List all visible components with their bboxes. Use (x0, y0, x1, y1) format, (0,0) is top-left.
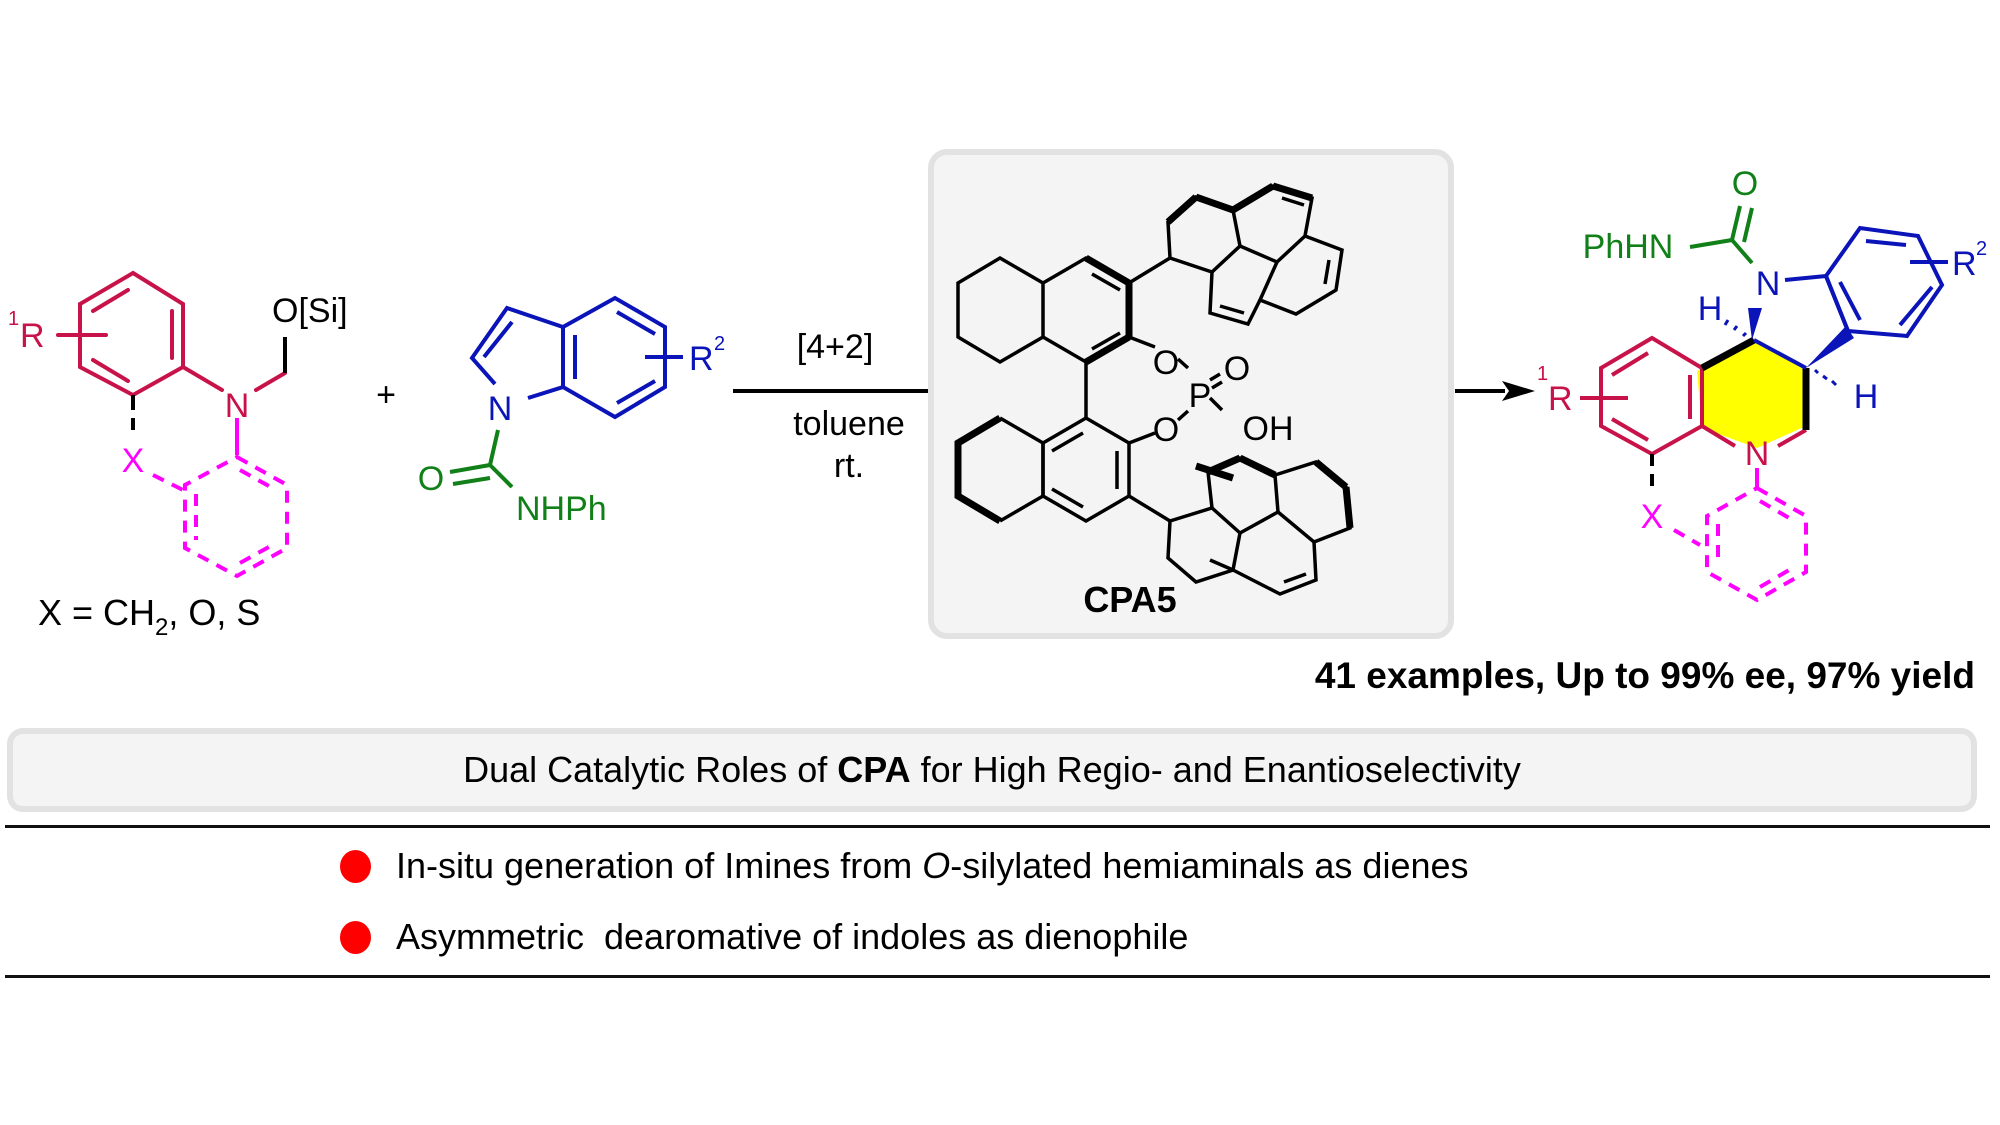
product-r2-superscript: 2 (1976, 238, 1987, 260)
reactant-1-hemiaminal: N O[Si] 1 R X X = CH2, O, S (8, 270, 348, 641)
condition-temperature: rt. (834, 447, 864, 485)
phosphoryl-oxygen: O (1224, 350, 1250, 388)
bullet-text: Asymmetric dearomative of indoles as die… (396, 916, 1189, 957)
urea-oxygen: O (418, 460, 444, 498)
tether-dashed-ring (152, 418, 289, 579)
condition-cycloaddition: [4+2] (797, 328, 874, 366)
urea-group (449, 429, 514, 489)
phosphoric-hydroxyl: OH (1243, 410, 1294, 448)
x-definition: X = CH2, O, S (38, 592, 260, 641)
red-bullet-icon (340, 849, 371, 883)
highlight-banner: Dual Catalytic Roles of CPA for High Reg… (7, 728, 1977, 812)
catalyst-name: CPA5 (1083, 579, 1176, 620)
banner-bold: CPA (837, 749, 911, 790)
results-summary: 41 examples, Up to 99% ee, 97% yield (1314, 655, 1975, 696)
red-bullet-icon (340, 920, 371, 954)
product-structure (1580, 205, 1948, 603)
catalyst-cpa5-structure (954, 182, 1354, 596)
product-h-upper: H (1698, 290, 1723, 328)
new-ring-highlight (1697, 339, 1806, 448)
product-h-lower: H (1854, 378, 1879, 416)
indole-nitrogen: N (488, 390, 513, 428)
phosphorus-label: P (1189, 377, 1212, 415)
product-x-label: X (1641, 498, 1664, 536)
condition-solvent: toluene (793, 405, 905, 443)
product-r1-superscript: 1 (1537, 363, 1548, 385)
banner-suffix: for High Regio- and Enantioselectivity (920, 749, 1521, 790)
bullet-text: In-situ generation of Imines from O-sily… (396, 845, 1469, 886)
bullet-item: In-situ generation of Imines from O-sily… (340, 845, 1469, 887)
product-amide: PhHN (1583, 228, 1674, 266)
product-r2-label: R (1952, 245, 1977, 283)
divider-top (5, 825, 1990, 828)
indole-r-label: R (689, 340, 714, 378)
reactant1-silyl-ether: O[Si] (272, 292, 348, 330)
urea-amide: NHPh (516, 490, 607, 528)
product-r1-label: R (1548, 380, 1573, 418)
product-carbonyl-oxygen: O (1732, 165, 1758, 203)
reaction-scheme: N O[Si] 1 R X X = CH2, O, S + N O NHPh R… (8, 149, 1987, 641)
indole-rings (469, 295, 683, 420)
aryl-ring (56, 270, 287, 398)
reactant-2-indole: N O NHPh R 2 (418, 295, 725, 528)
plus-sign: + (376, 376, 396, 414)
reactant1-x-label: X (122, 442, 145, 480)
reactant1-nitrogen: N (225, 387, 250, 425)
reactant1-r-label: R (20, 317, 45, 355)
divider-bottom (5, 975, 1990, 978)
reactant1-r-superscript: 1 (8, 308, 19, 330)
product-indoline-nitrogen: N (1756, 265, 1781, 303)
bullet-item: Asymmetric dearomative of indoles as die… (340, 916, 1188, 958)
phosphate-oxygen-upper: O (1153, 344, 1179, 382)
indole-r-superscript: 2 (714, 333, 725, 355)
arrow-head-icon (1502, 381, 1535, 401)
banner-prefix: Dual Catalytic Roles of (463, 749, 828, 790)
product-ring-nitrogen: N (1745, 435, 1770, 473)
phosphate-oxygen-lower: O (1153, 411, 1179, 449)
